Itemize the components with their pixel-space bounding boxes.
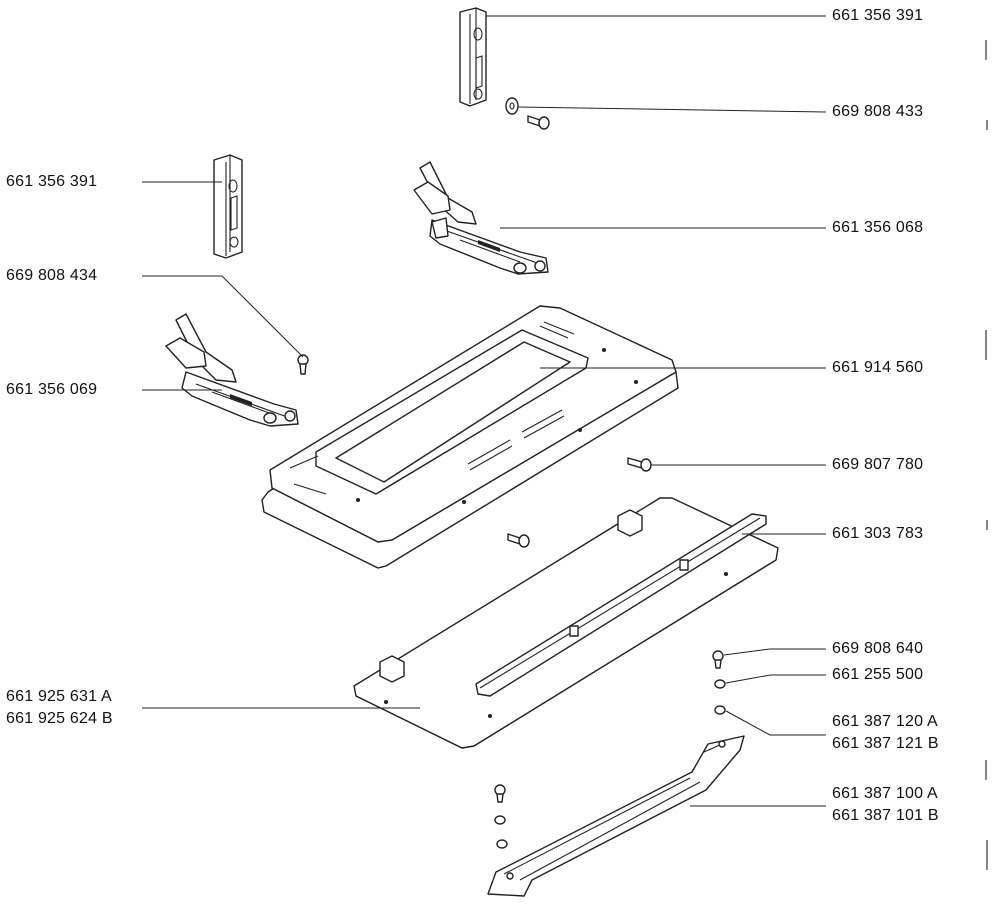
leader-p10 [723, 648, 826, 656]
leader-p5 [142, 275, 304, 358]
washer-screw-top [505, 97, 550, 130]
fasteners-right [712, 650, 726, 715]
part-label: 661 356 069 [6, 381, 98, 398]
part-label: 661 914 560 [832, 359, 924, 376]
part-label: 661 387 121 B [832, 735, 939, 752]
part-label: 661 356 391 [6, 173, 98, 190]
part-label: 669 807 780 [832, 456, 924, 473]
part-label: 661 387 100 A [832, 785, 938, 802]
door-handle [487, 735, 745, 897]
part-label: 669 808 433 [832, 103, 924, 120]
screw-left [297, 354, 309, 375]
part-label: 661 387 120 A [832, 713, 938, 730]
leader-p11 [725, 674, 826, 684]
leader-p12 [725, 710, 826, 736]
screw-right [627, 457, 652, 472]
part-label: 661 356 391 [832, 7, 924, 24]
leader-p2 [517, 106, 827, 113]
part-label: 669 808 434 [6, 267, 98, 284]
part-label: 661 925 631 A [6, 688, 112, 705]
part-label: 661 925 624 B [6, 710, 113, 727]
scan-edge-marks [985, 40, 988, 870]
part-label: 661 255 500 [832, 666, 924, 683]
hinge-left [165, 313, 299, 427]
part-label: 669 808 640 [832, 640, 924, 657]
hinge-bracket-left [213, 154, 243, 259]
part-label: 661 303 783 [832, 525, 924, 542]
leader-lines [142, 15, 827, 807]
part-label: 661 356 068 [832, 219, 924, 236]
screw-center [507, 533, 530, 548]
door-inner-panel [261, 305, 679, 569]
fasteners-handle [494, 784, 508, 849]
hinge-bracket-top [459, 7, 487, 107]
door-outer-panel [353, 497, 779, 749]
part-label: 661 387 101 B [832, 807, 939, 824]
hinge-right [413, 161, 549, 275]
